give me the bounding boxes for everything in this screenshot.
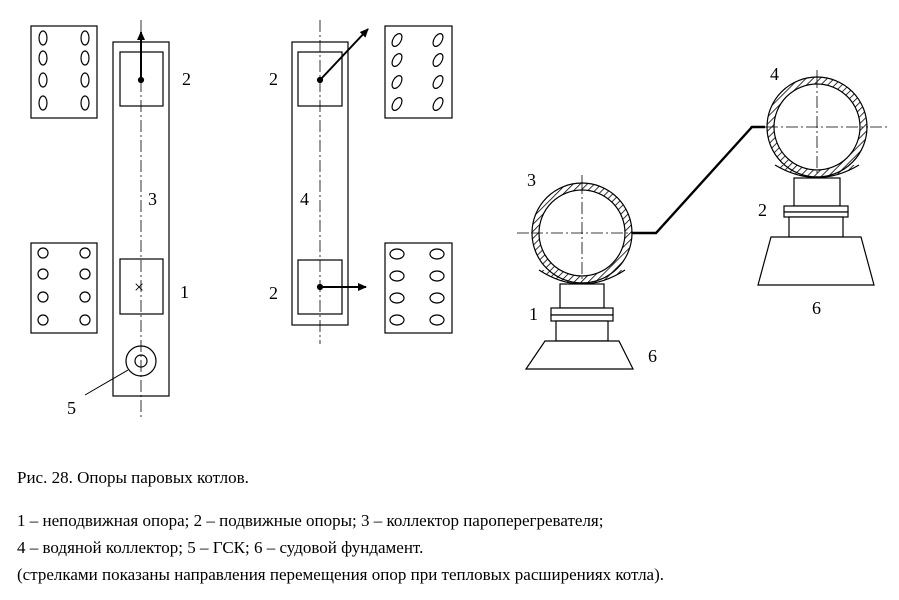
- fixed-support-a: [119, 258, 164, 315]
- label-c-6-right: 6: [812, 298, 821, 318]
- label-c-6-left: 6: [648, 346, 657, 366]
- support-block-right: [788, 216, 844, 238]
- label-c-3: 3: [527, 170, 536, 190]
- legend-line-2: 4 – водяной коллектор; 5 – ГСК; 6 – судо…: [17, 538, 424, 557]
- support-flange-left-bottom: [550, 314, 614, 322]
- label-b-mid: 4: [300, 189, 309, 209]
- tube-openings-bottom-right: [389, 248, 445, 326]
- fixed-support-mark: ×: [134, 277, 144, 297]
- support-block-left: [555, 320, 609, 342]
- label-a-top: 2: [182, 69, 191, 89]
- movement-arrow-diagonal: [319, 28, 369, 81]
- support-post-right: [793, 177, 841, 207]
- tube-bundle-top-left: [30, 25, 98, 119]
- tube-openings-top-right: [391, 33, 444, 111]
- legend-line-1: 1 – неподвижная опора; 2 – подвижные опо…: [17, 511, 604, 530]
- label-b-bottom: 2: [269, 283, 278, 303]
- view-c-side-elevation: [517, 70, 890, 370]
- boiler-supports-diagram: × 2 3 1 5 2 4 2: [30, 20, 890, 418]
- label-a-bottom: 1: [180, 282, 189, 302]
- label-a-mid: 3: [148, 189, 157, 209]
- legend-line-3: (стрелками показаны направления перемеще…: [17, 565, 665, 584]
- label-c-2: 2: [758, 200, 767, 220]
- tube-openings-top-left: [38, 30, 90, 111]
- view-b-water-collector-plan: [291, 20, 453, 344]
- gsk-leader-line: [84, 369, 129, 396]
- figure-caption-title: Рис. 28. Опоры паровых котлов.: [17, 468, 249, 487]
- tube-bundle-bottom-right: [384, 242, 453, 334]
- label-b-top: 2: [269, 69, 278, 89]
- support-flange-right-top: [783, 205, 849, 213]
- label-a-gsk: 5: [67, 398, 76, 418]
- gsk-outer: [125, 345, 157, 377]
- label-c-1: 1: [529, 304, 538, 324]
- tube-bundle-bottom-left: [30, 242, 98, 334]
- support-flange-left-top: [550, 307, 614, 316]
- foundation-left: [524, 340, 634, 370]
- foundation-right: [757, 236, 875, 286]
- connecting-pipe: [629, 125, 765, 235]
- view-a-superheater-plan: [30, 20, 170, 418]
- label-c-4: 4: [770, 64, 779, 84]
- support-post-left: [559, 283, 605, 309]
- support-flange-right-bottom: [783, 211, 849, 218]
- movable-support-top-b: [297, 51, 343, 107]
- tube-openings-bottom-left: [37, 247, 91, 326]
- gsk-inner: [134, 354, 148, 368]
- tube-bundle-top-right: [384, 25, 453, 119]
